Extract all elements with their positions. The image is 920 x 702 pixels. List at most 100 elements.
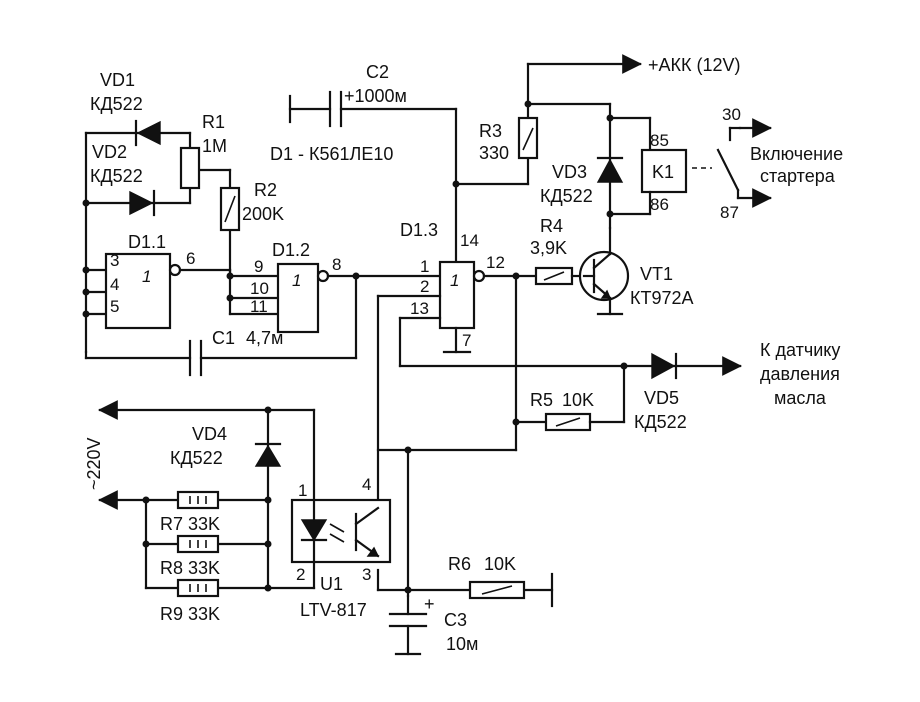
d13-pin-7: 7 <box>462 331 471 350</box>
d12-pin-11: 11 <box>250 297 268 316</box>
c1-ref: C1 <box>212 328 235 348</box>
capacitor-c3 <box>388 594 428 656</box>
r4-ref: R4 <box>540 216 563 236</box>
r6-ref: R6 <box>448 554 471 574</box>
d11-ref: D1.1 <box>128 232 166 252</box>
junction-dot <box>264 584 272 592</box>
r3-ref: R3 <box>479 121 502 141</box>
r2-ref: R2 <box>254 180 277 200</box>
junction-dot <box>352 272 360 280</box>
diode-vd4 <box>254 442 282 467</box>
resistor-r7 <box>176 490 220 510</box>
diode-vd1 <box>134 119 161 147</box>
k1-pin-85: 85 <box>650 131 669 150</box>
vd3-part: КД522 <box>540 186 593 206</box>
d13-pin-1: 1 <box>420 257 429 276</box>
junction-dot <box>524 100 532 108</box>
c2-value: +1000м <box>344 86 407 106</box>
u1-ref: U1 <box>320 574 343 594</box>
d13-pin-12: 12 <box>486 253 505 272</box>
c1-value: 4,7м <box>246 328 283 348</box>
junction-dot <box>264 540 272 548</box>
c3-value: 10м <box>446 634 478 654</box>
k1-pin-86: 86 <box>650 195 669 214</box>
junction-dot <box>264 496 272 504</box>
relay-k1-contact <box>692 118 772 208</box>
gate-d1-2 <box>228 262 442 360</box>
u1-pin-3: 3 <box>362 565 371 584</box>
d12-pin-8: 8 <box>332 255 341 274</box>
potentiometer-r1 <box>179 146 201 190</box>
vd1-ref: VD1 <box>100 70 135 90</box>
vd4-part: КД522 <box>170 448 223 468</box>
vt1-part: КТ972А <box>630 288 694 308</box>
gate-d1-3 <box>376 260 742 452</box>
resistor-r4 <box>534 266 586 286</box>
r4-value: 3,9K <box>530 238 567 258</box>
vt1-ref: VT1 <box>640 264 673 284</box>
resistor-r8 <box>176 534 220 554</box>
r1-value: 1M <box>202 136 227 156</box>
r2-value: 200K <box>242 204 284 224</box>
vd2-ref: VD2 <box>92 142 127 162</box>
transistor-vt1 <box>578 226 630 316</box>
d1-chip-note: D1 - К561ЛЕ10 <box>270 144 393 164</box>
capacitor-c1 <box>84 339 358 377</box>
d13-symbol: 1 <box>450 271 459 290</box>
sensor-label-line2: давления <box>760 364 840 384</box>
d13-pin-2: 2 <box>420 277 429 296</box>
junction-dot <box>142 496 150 504</box>
optocoupler-u1 <box>290 498 392 564</box>
c3-plus: + <box>424 594 435 614</box>
k1-pin-87: 87 <box>720 203 739 222</box>
r8-label: R8 33K <box>160 558 220 578</box>
c3-ref: C3 <box>444 610 467 630</box>
k1-ref: K1 <box>652 162 674 182</box>
d11-pin-5: 5 <box>110 297 119 316</box>
r1-ref: R1 <box>202 112 225 132</box>
junction-dot <box>82 310 90 318</box>
starter-label-line1: Включение <box>750 144 843 164</box>
optocoupler-wiring <box>376 294 554 608</box>
junction-dot <box>82 288 90 296</box>
r5-ref: R5 <box>530 390 553 410</box>
resistor-r3 <box>517 116 539 160</box>
r6-value: 10K <box>484 554 516 574</box>
resistor-r5 <box>514 364 626 432</box>
d12-ref: D1.2 <box>272 240 310 260</box>
r7-label: R7 33K <box>160 514 220 534</box>
d11-pin-6: 6 <box>186 249 195 268</box>
r5-value: 10K <box>562 390 594 410</box>
junction-dot <box>264 406 272 414</box>
vd4-ref: VD4 <box>192 424 227 444</box>
sensor-label-line1: К датчику <box>760 340 840 360</box>
junction-dot <box>512 418 520 426</box>
relay-k1-coil <box>608 116 688 216</box>
u1-pin-4: 4 <box>362 475 371 494</box>
junction-dot <box>404 446 412 454</box>
diode-vd2 <box>129 189 156 217</box>
d13-ref: D1.3 <box>400 220 438 240</box>
resistor-r9 <box>176 578 220 598</box>
d12-pin-9: 9 <box>254 257 263 276</box>
junction-dot <box>82 266 90 274</box>
u1-pin-1: 1 <box>298 481 307 500</box>
mains-input <box>98 400 316 590</box>
starter-label-line2: стартера <box>760 166 836 186</box>
d11-pin-3: 3 <box>110 251 119 270</box>
diode-vd5 <box>651 352 678 380</box>
junction-dot <box>512 272 520 280</box>
diode-vd3 <box>596 116 624 230</box>
r9-label: R9 33K <box>160 604 220 624</box>
gate-d1-1 <box>104 252 232 330</box>
r3-value: 330 <box>479 143 509 163</box>
vd5-part: КД522 <box>634 412 687 432</box>
u1-part: LTV-817 <box>300 600 367 620</box>
resistor-r2 <box>219 186 241 232</box>
d12-pin-10: 10 <box>250 279 269 298</box>
vd1-part: КД522 <box>90 94 143 114</box>
d13-pin-13: 13 <box>410 299 429 318</box>
d13-pin-14: 14 <box>460 231 479 250</box>
vd5-ref: VD5 <box>644 388 679 408</box>
